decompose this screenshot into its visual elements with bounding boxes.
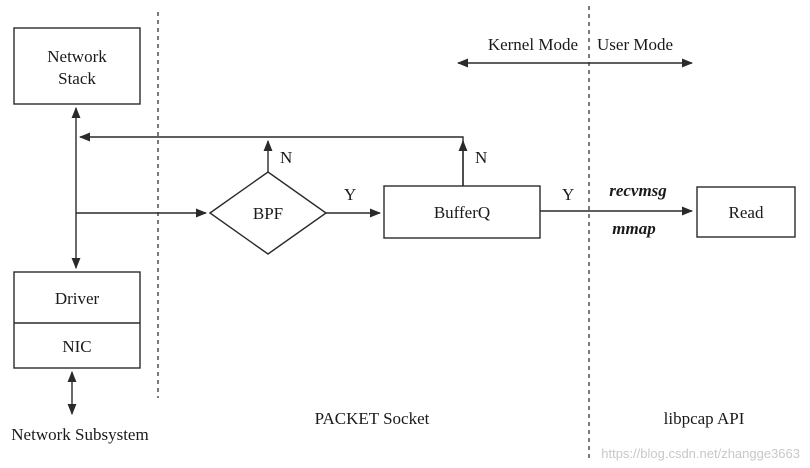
driver-label: Driver — [55, 289, 100, 308]
bpf-label: BPF — [253, 204, 283, 223]
watermark: https://blog.csdn.net/zhangge3663 — [601, 446, 800, 461]
recvmsg-label: recvmsg — [609, 181, 667, 200]
bufferq-node: BufferQ — [383, 185, 541, 239]
bufferq-no-label: N — [475, 148, 487, 167]
network-stack-label-line2: Stack — [58, 69, 96, 88]
mmap-label: mmap — [612, 219, 655, 238]
kernel-mode-label: Kernel Mode — [488, 35, 578, 54]
bpf-no-label: N — [280, 148, 292, 167]
libpcap-api-label: libpcap API — [664, 409, 745, 428]
read-label: Read — [729, 203, 764, 222]
network-stack-node: Network Stack — [13, 27, 141, 105]
read-node: Read — [696, 186, 796, 238]
network-subsystem-label: Network Subsystem — [11, 425, 148, 444]
nic-label: NIC — [62, 337, 91, 356]
user-mode-label: User Mode — [597, 35, 673, 54]
network-stack-label-line1: Network — [47, 47, 107, 66]
bufferq-label: BufferQ — [434, 203, 490, 222]
bpf-node: BPF — [208, 171, 328, 255]
packet-socket-label: PACKET Socket — [315, 409, 430, 428]
bufferq-yes-label: Y — [562, 185, 574, 204]
bpf-yes-label: Y — [344, 185, 356, 204]
driver-nic-node: Driver NIC — [13, 271, 141, 369]
